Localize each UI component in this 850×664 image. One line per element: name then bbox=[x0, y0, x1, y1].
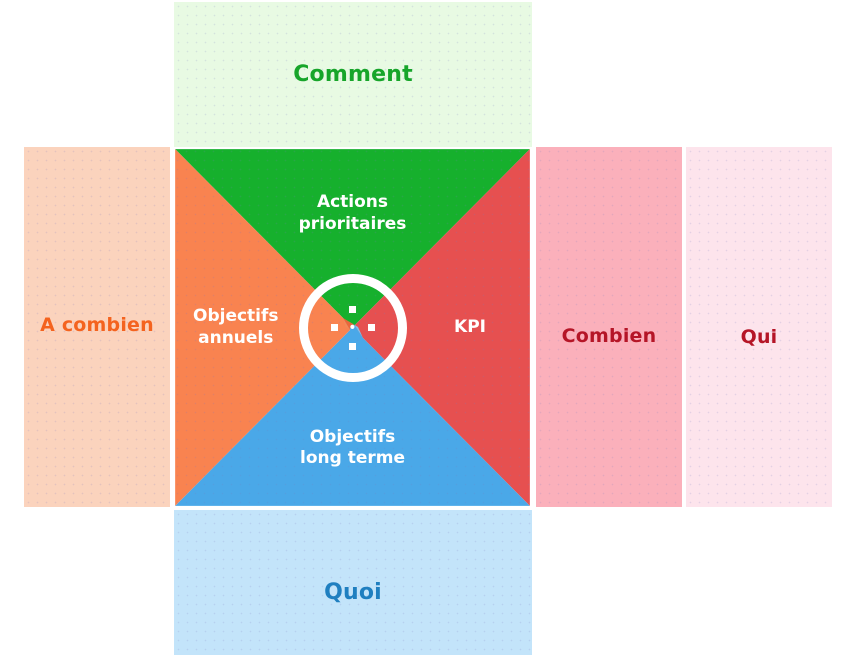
quadrant-kpi-label: KPI bbox=[454, 316, 486, 337]
outer-box-qui-label: Qui bbox=[740, 326, 778, 348]
compass-quadrant-square: Actions prioritaires KPI Objectifs long … bbox=[173, 147, 532, 508]
outer-box-qui[interactable]: Qui bbox=[686, 147, 832, 507]
outer-box-quoi-label: Quoi bbox=[324, 580, 382, 605]
outer-box-combien[interactable]: Combien bbox=[536, 147, 682, 507]
outer-box-comment[interactable]: Comment bbox=[174, 2, 532, 147]
outer-box-quoi[interactable]: Quoi bbox=[174, 510, 532, 655]
outer-box-a-combien[interactable]: A combien bbox=[24, 147, 170, 507]
outer-box-a-combien-label: A combien bbox=[40, 314, 154, 336]
outer-box-combien-label: Combien bbox=[561, 325, 657, 347]
quadrant-objectifs-annuels-label: Objectifs annuels bbox=[193, 305, 279, 348]
quadrant-actions-prioritaires-label: Actions prioritaires bbox=[298, 192, 407, 234]
quadrant-objectifs-long-terme-label: Objectifs long terme bbox=[300, 426, 405, 469]
outer-box-comment-label: Comment bbox=[293, 62, 413, 87]
